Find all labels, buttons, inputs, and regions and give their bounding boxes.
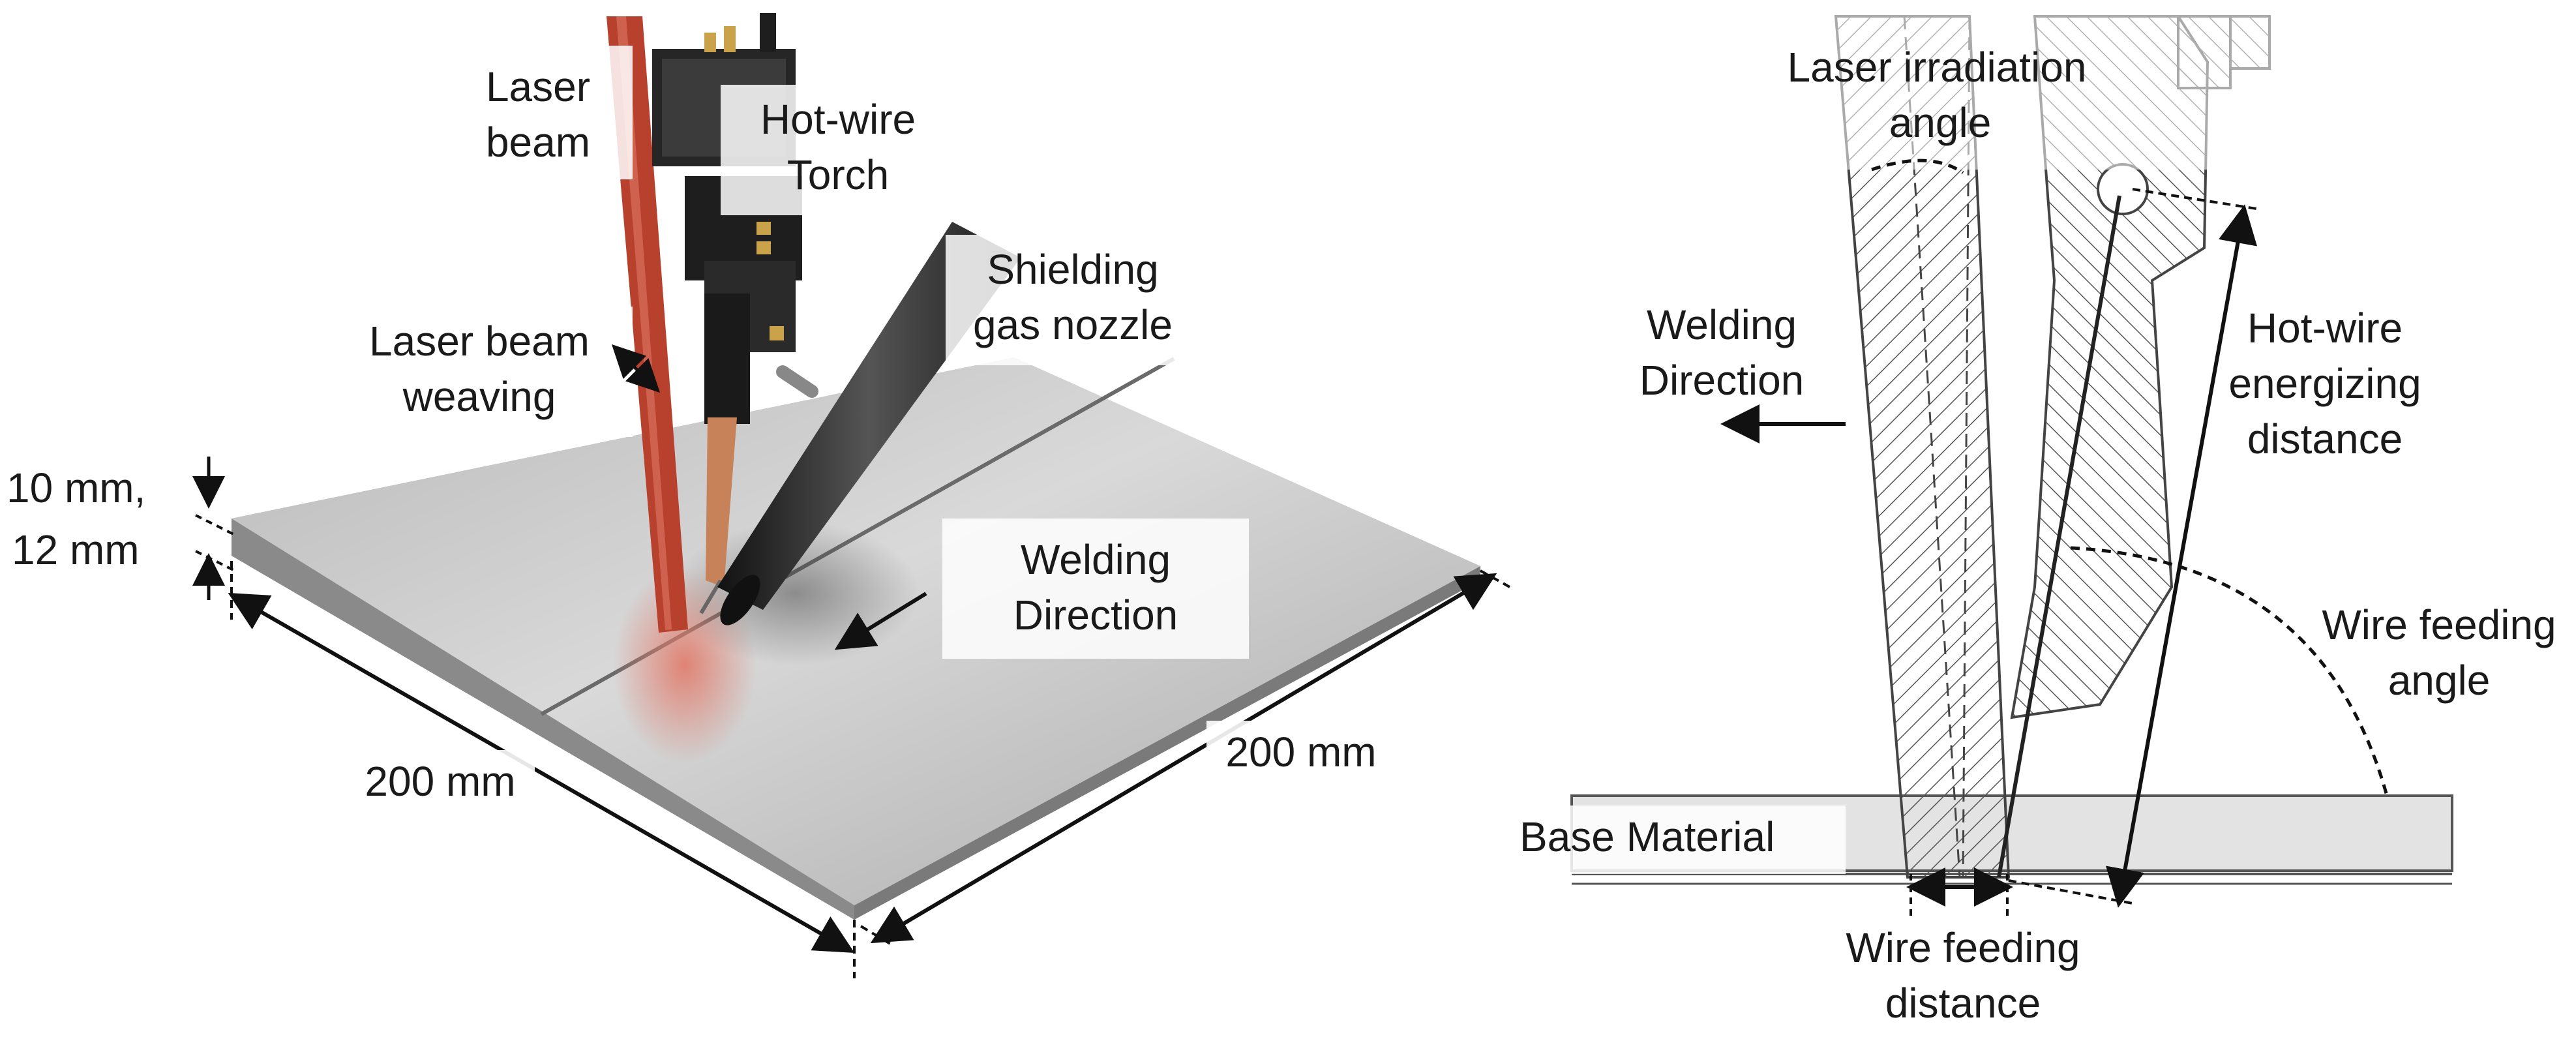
label-wire-feeding-angle: Wire feeding angle — [2070, 546, 2556, 796]
laser-angle-line2: angle — [1889, 99, 1992, 146]
weaving-arrow — [611, 344, 661, 393]
energizing-line1: Hot-wire — [2247, 305, 2403, 352]
label-welding-direction-left: Welding Direction — [942, 519, 1249, 659]
label-wire-feeding-distance: Wire feeding distance — [1846, 867, 2080, 1027]
welding-direction-right-line1: Welding — [1647, 301, 1797, 348]
length-right-text: 200 mm — [1225, 729, 1376, 775]
right-panel: Base Material Laser irradiation angle We… — [1513, 13, 2556, 1027]
laser-beam-line2: beam — [486, 119, 590, 166]
laser-beam-line1: Laser — [486, 63, 590, 110]
copper-tip — [706, 417, 737, 587]
hot-wire-torch — [652, 13, 818, 614]
base-material-text: Base Material — [1520, 813, 1775, 860]
welding-direction-right-line2: Direction — [1640, 357, 1805, 404]
dimension-left: 200 mm — [228, 561, 856, 978]
thickness-annotation: 10 mm, 12 mm — [7, 457, 235, 600]
shielding-gas-line2: gas nozzle — [973, 301, 1173, 348]
label-laser-beam: Laser beam — [457, 46, 633, 179]
hot-wire-torch-line1: Hot-wire — [760, 96, 916, 143]
wire — [1997, 195, 2121, 878]
feeding-distance-line1: Wire feeding — [1846, 924, 2080, 971]
length-left-text: 200 mm — [365, 758, 515, 805]
label-hot-wire-energizing-distance: Hot-wire energizing distance — [2008, 188, 2452, 908]
left-panel: Laser beam Hot-wire Torch Shielding gas … — [7, 13, 1510, 978]
feeding-distance-line2: distance — [1885, 980, 2041, 1027]
energizing-line2: energizing — [2228, 360, 2421, 407]
feeding-angle-line1: Wire feeding — [2322, 601, 2556, 648]
thickness-line1: 10 mm, — [7, 464, 145, 511]
label-shielding-gas-nozzle: Shielding gas nozzle — [946, 235, 1200, 365]
label-laser-irradiation-angle: Laser irradiation angle — [1788, 44, 2087, 175]
label-laser-beam-weaving: Laser beam weaving — [326, 307, 633, 437]
shielding-gas-line1: Shielding — [987, 246, 1158, 293]
laser-angle-line1: Laser irradiation — [1788, 44, 2087, 91]
dimension-right: 200 mm — [860, 569, 1510, 947]
welding-direction-left-line1: Welding — [1021, 536, 1171, 583]
weaving-line2: weaving — [402, 373, 556, 420]
feeding-angle-line2: angle — [2388, 657, 2491, 704]
weaving-line1: Laser beam — [369, 318, 590, 365]
brass-fitting-icon — [704, 33, 716, 52]
label-hot-wire-torch: Hot-wire Torch — [721, 85, 955, 215]
thickness-line2: 12 mm — [12, 526, 140, 573]
label-welding-direction-right: Welding Direction — [1640, 301, 1846, 444]
welding-direction-left-line2: Direction — [1013, 592, 1178, 639]
hot-wire-torch-line2: Torch — [787, 151, 890, 198]
energizing-line3: distance — [2247, 415, 2403, 462]
